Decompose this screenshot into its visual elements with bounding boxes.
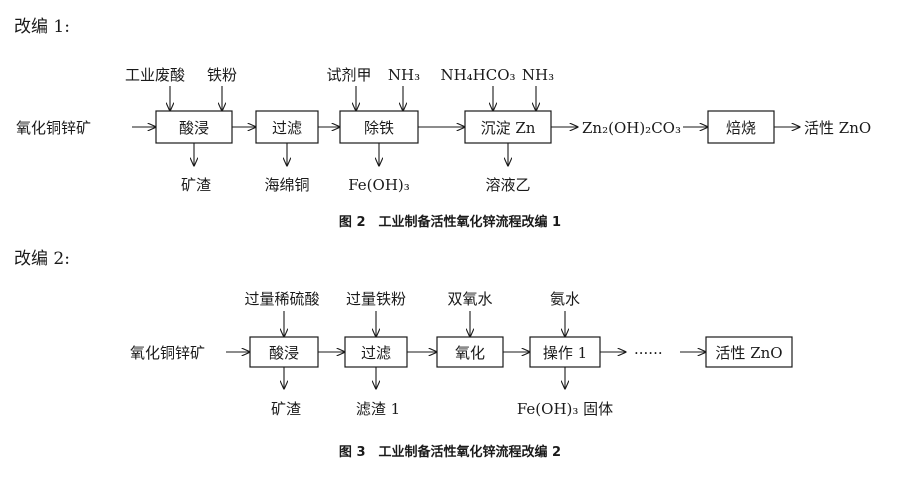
step-iron-removal-1	[339, 110, 419, 144]
step-roast-1-label: 焙烧	[726, 119, 756, 137]
input-industrial-waste-acid: 工业废酸	[125, 66, 185, 84]
section-2-title: 改编 2:	[14, 249, 70, 269]
step-oxidize-2-label: 氧化	[455, 344, 485, 362]
step-acid-leach-2	[249, 336, 319, 368]
step-iron-removal-1-label: 除铁	[364, 119, 394, 137]
step-oxidize-2	[436, 336, 504, 368]
step-operation-1-label: 操作 1	[543, 344, 587, 362]
figure-caption-3: 图 3 工业制备活性氧化锌流程改编 2	[339, 444, 561, 460]
output-solution-b: 溶液乙	[485, 176, 530, 194]
output-feoh3-1: Fe(OH)₃	[348, 176, 410, 194]
input-ammonia-water: 氨水	[550, 290, 580, 308]
section-1-title: 改编 1:	[14, 17, 70, 37]
input-excess-iron-powder: 过量铁粉	[346, 290, 406, 308]
input-reagent-a: 试剂甲	[326, 66, 371, 84]
input-iron-powder-1: 铁粉	[207, 66, 237, 84]
output-filter-residue-1: 滤渣 1	[356, 400, 400, 418]
product-active-zno-1: 活性 ZnO	[804, 119, 871, 137]
raw-material-2: 氧化铜锌矿	[130, 344, 205, 362]
step-acid-leach-1-label: 酸浸	[179, 119, 209, 137]
ellipsis-steps: ······	[634, 344, 663, 362]
intermediate-zn2oh2co3: Zn₂(OH)₂CO₃	[582, 119, 681, 137]
step-filter-2	[344, 336, 408, 368]
step-roast-1	[707, 110, 775, 144]
input-nh3-precipitate: NH₃	[522, 66, 554, 84]
step-precipitate-zn-1-label: 沉淀 Zn	[481, 119, 536, 137]
flow-2: 改编 2: 氧化铜锌矿 酸浸 过滤 氧化 操作 1 ······ 活性 ZnO …	[14, 249, 793, 460]
step-filter-2-label: 过滤	[361, 344, 391, 362]
output-slag-1: 矿渣	[181, 176, 211, 194]
step-filter-1-label: 过滤	[272, 119, 302, 137]
output-feoh3-solid: Fe(OH)₃ 固体	[517, 400, 613, 418]
output-slag-2: 矿渣	[271, 400, 301, 418]
output-sponge-copper: 海绵铜	[264, 176, 309, 194]
input-hydrogen-peroxide: 双氧水	[447, 290, 492, 308]
input-excess-dilute-sulfuric-acid: 过量稀硫酸	[244, 290, 319, 308]
step-acid-leach-2-label: 酸浸	[269, 344, 299, 362]
figure-caption-2: 图 2 工业制备活性氧化锌流程改编 1	[339, 214, 561, 230]
flow-1: 改编 1: 氧化铜锌矿 酸浸 过滤 除铁 沉淀 Zn Zn₂(OH)₂CO₃ 焙…	[14, 17, 871, 230]
input-nh3-iron-removal: NH₃	[388, 66, 420, 84]
input-nh4hco3: NH₄HCO₃	[440, 66, 515, 84]
product-active-zno-2-label: 活性 ZnO	[715, 344, 782, 362]
product-active-zno-2	[705, 336, 793, 368]
step-precipitate-zn-1	[464, 110, 552, 144]
raw-material-1: 氧化铜锌矿	[16, 119, 91, 137]
